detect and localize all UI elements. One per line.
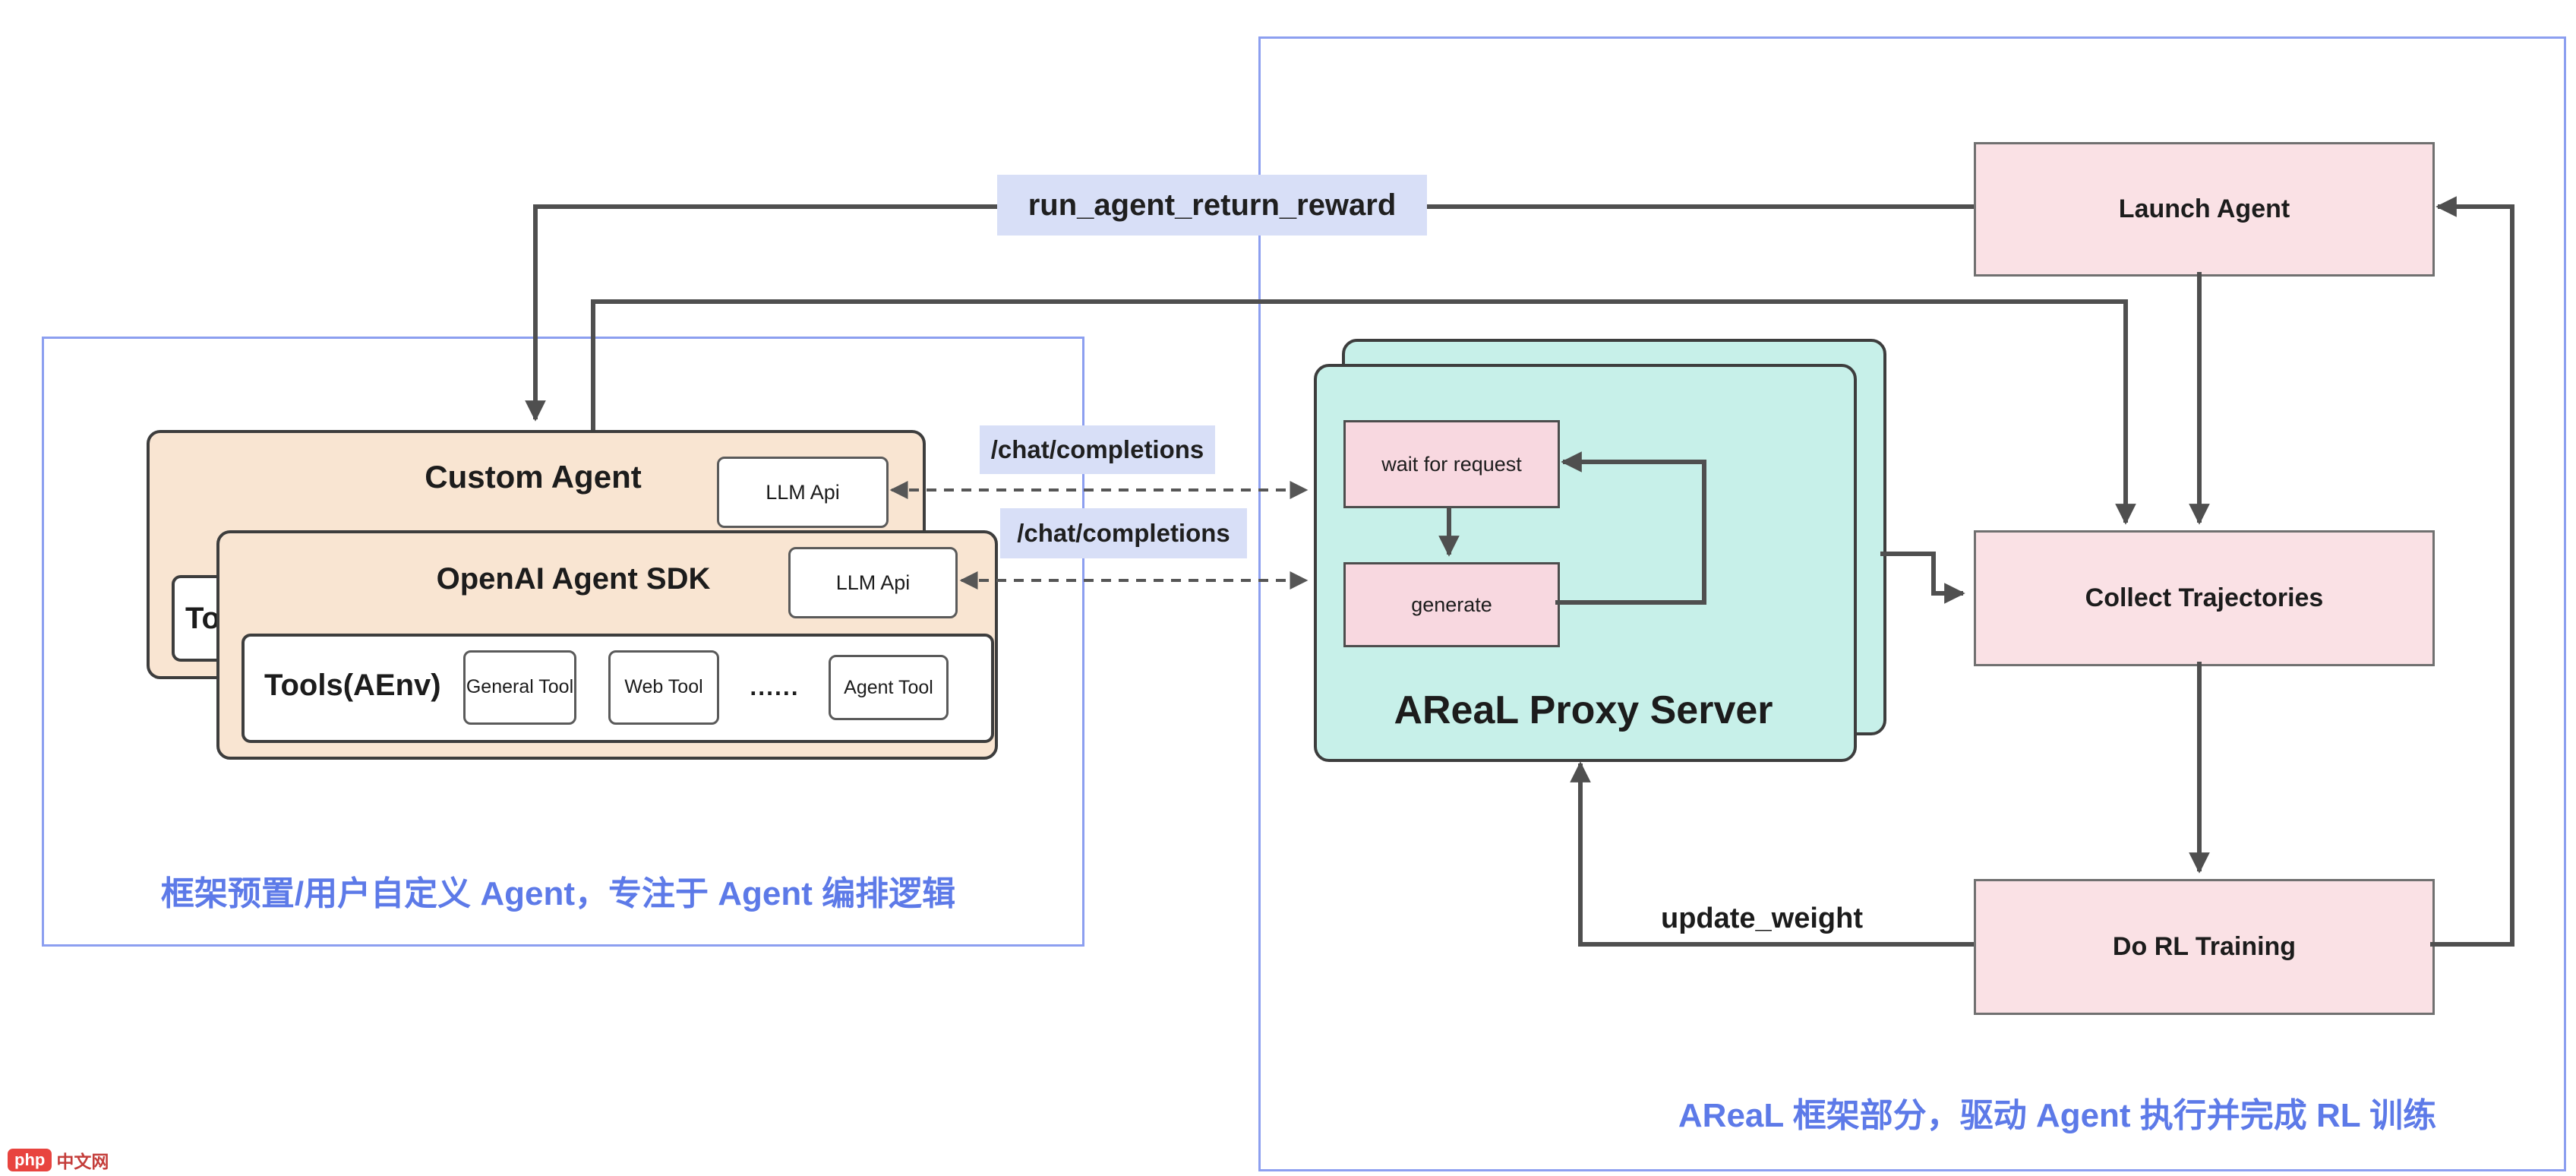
more-tools-ellipsis: ...... (750, 672, 800, 700)
web-tool-box: Web Tool (608, 650, 719, 725)
areal-panel (1258, 36, 2566, 1171)
collect-trajectories-node: Collect Trajectories (1974, 530, 2435, 666)
custom-agent-llm-api-box: LLM Api (717, 457, 889, 528)
areal-panel-caption: AReaL 框架部分，驱动 Agent 执行并完成 RL 训练 (1678, 1097, 2437, 1134)
run-agent-return-reward-label: run_agent_return_reward (997, 175, 1427, 236)
chat-completions-label-bottom: /chat/completions (1000, 508, 1247, 558)
update-weight-label: update_weight (1660, 903, 1864, 934)
sdk-llm-api-box: LLM Api (788, 547, 958, 618)
generate-state: generate (1343, 562, 1560, 647)
launch-agent-node: Launch Agent (1974, 142, 2435, 277)
site-watermark: php 中文网 (8, 1147, 109, 1173)
agent-tool-box: Agent Tool (829, 655, 949, 720)
proxy-server-title: AReaL Proxy Server (1394, 688, 1773, 732)
general-tool-box: General Tool (463, 650, 576, 725)
php-logo-text: 中文网 (56, 1152, 109, 1171)
openai-sdk-title: OpenAI Agent SDK (436, 562, 711, 596)
do-rl-training-node: Do RL Training (1974, 879, 2435, 1015)
php-logo-badge: php (8, 1149, 52, 1171)
chat-completions-label-top: /chat/completions (980, 425, 1215, 474)
wait-for-request-state: wait for request (1343, 420, 1560, 508)
agent-panel-caption: 框架预置/用户自定义 Agent，专注于 Agent 编排逻辑 (160, 875, 956, 912)
tools-label: Tools(AEnv) (264, 669, 441, 702)
